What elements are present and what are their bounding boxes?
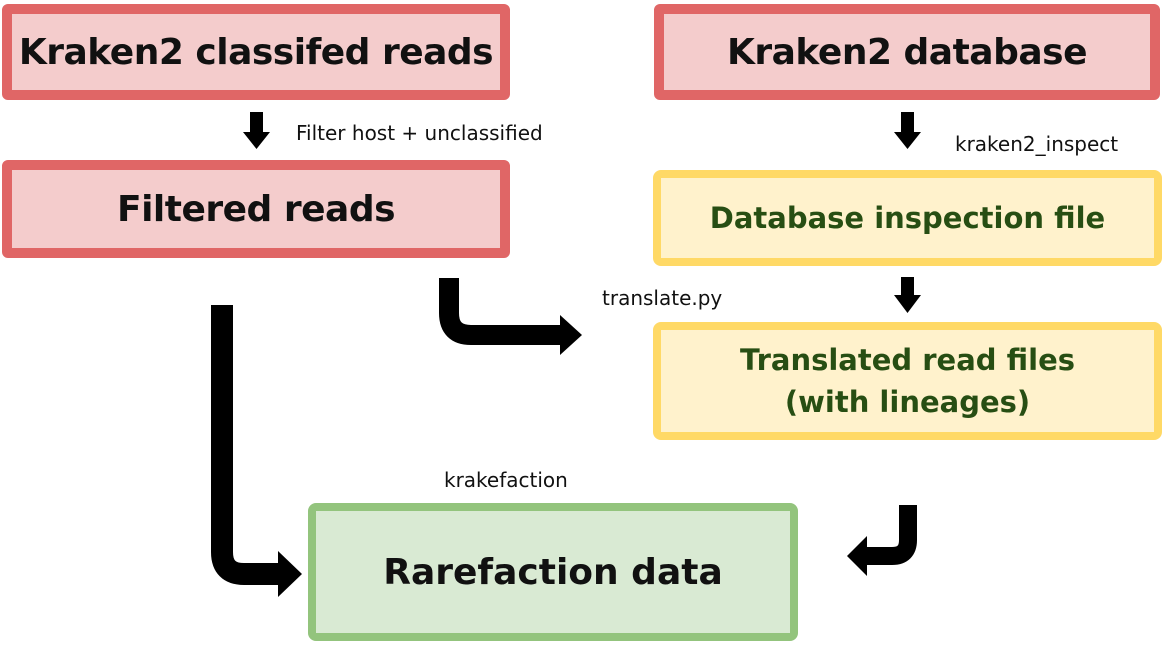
edge-label-kraken2-inspect: kraken2_inspect [955,132,1119,156]
edge-label-filter-host: Filter host + unclassified [296,121,543,145]
arrow-translated-to-rarefaction-head [847,536,867,576]
node-rarefaction-data-label: Rarefaction data [383,551,723,593]
node-filtered-reads: Filtered reads [2,160,510,258]
arrow-filtered-to-rarefaction [211,305,280,585]
node-rarefaction-data: Rarefaction data [308,503,798,641]
node-database-inspection-file: Database inspection file [653,170,1162,266]
node-kraken2-database: Kraken2 database [654,4,1160,100]
arrow-filtered-to-translated-head [560,315,582,355]
arrow-inspection-to-translated [894,277,921,313]
arrow-translated-to-rarefaction [865,505,917,565]
edge-label-translate: translate.py [602,286,723,310]
node-filtered-reads-label: Filtered reads [116,188,396,230]
node-kraken2-classified-reads-label: Kraken2 classifed reads [18,31,494,73]
arrow-reads-to-filtered [243,112,270,149]
edge-label-krakefaction: krakefaction [444,468,568,492]
node-kraken2-classified-reads: Kraken2 classifed reads [2,4,510,100]
arrow-filtered-to-translated [439,278,562,345]
arrow-filtered-to-rarefaction-head [278,551,302,597]
node-translated-read-files-label: Translated read files (with lineages) [739,343,1076,419]
node-database-inspection-file-label: Database inspection file [709,201,1106,235]
node-translated-read-files: Translated read files (with lineages) [653,322,1162,440]
node-kraken2-database-label: Kraken2 database [726,31,1088,73]
arrow-db-to-inspection [894,112,921,149]
